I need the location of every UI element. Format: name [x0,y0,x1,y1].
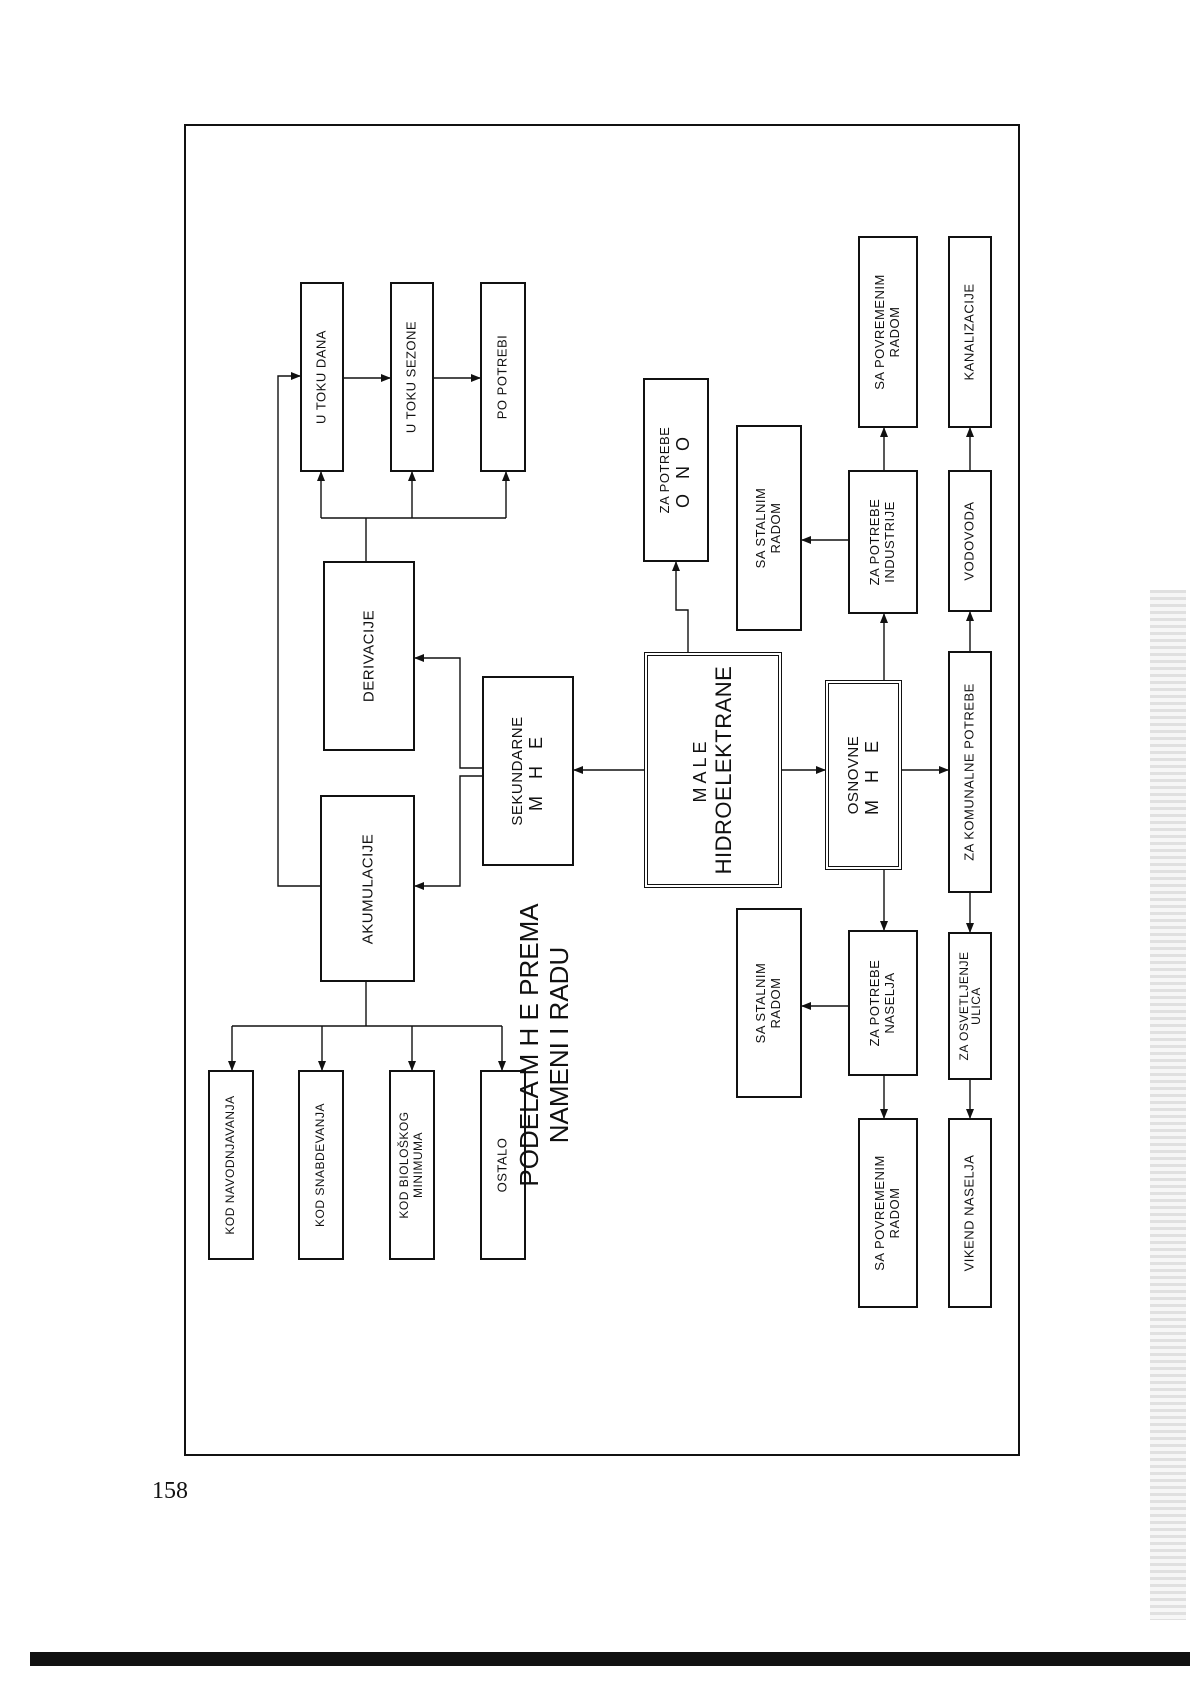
label: SA STALNIM [753,487,769,569]
node-vikend-naselja: VIKEND NASELJA [948,1118,992,1308]
label: HIDROELEKTRANE [710,665,736,875]
node-za-komunalne-potrebe: ZA KOMUNALNE POTREBE [948,651,992,893]
label: RADOM [768,502,783,554]
node-kod-snabdevanja: KOD SNABDEVANJA [298,1070,344,1260]
page-edge-shading [1150,590,1186,1620]
label: MINIMUMA [411,1132,425,1199]
node-sa-stalnim-radom-naselja: SA STALNIM RADOM [736,908,802,1098]
label: ZA KOMUNALNE POTREBE [961,683,977,861]
label: U TOKU SEZONE [403,320,419,434]
node-kanalizacije: KANALIZACIJE [948,236,992,428]
title-line-1: PODELA M H E PREMA [514,903,545,1187]
label: ZA POTREBE [867,959,883,1047]
label: O N O [673,431,694,509]
node-sekundarne-mhe: SEKUNDARNE M H E [482,676,574,866]
label: ZA POTREBE [657,426,673,514]
edge-akum-dana [277,372,320,887]
edge-sek-deriv [414,654,482,769]
label: VODOVODA [961,501,977,581]
label: SA POVREMENIM [872,1155,888,1271]
label: SEKUNDARNE [509,716,527,826]
edge-sek-akum [414,775,482,890]
title-line-2: NAMENI I RADU [544,946,574,1144]
diagram-frame [184,124,1020,1456]
node-za-osvetljenje-ulica: ZA OSVETLJENJE ULICA [948,932,992,1080]
page-number: 158 [152,1478,188,1504]
node-kod-bioloskog-minimuma: KOD BIOLOŠKOG MINIMUMA [389,1070,435,1260]
label: DERIVACIJE [360,609,378,703]
edge-main-ono [672,561,689,652]
label: RADOM [768,977,783,1029]
label: KOD SNABDEVANJA [313,1103,328,1227]
node-vodovoda: VODOVODA [948,470,992,612]
label: SA STALNIM [753,962,769,1044]
label: VIKEND NASELJA [961,1154,977,1272]
label: OSNOVNE [844,735,862,815]
label: KOD NAVODNJAVANJA [223,1095,238,1235]
label: M H E [861,734,882,816]
label: M H E [526,731,547,812]
label: AKUMULACIJE [358,833,376,944]
label: KANALIZACIJE [961,283,977,381]
node-u-toku-sezone: U TOKU SEZONE [390,282,434,472]
node-po-potrebi: PO POTREBI [480,282,526,472]
node-male-hidroelektrane: MALE HIDROELEKTRANE [644,652,782,888]
label: SA POVREMENIM [872,274,888,390]
node-za-potrebe-ono: ZA POTREBE O N O [643,378,709,562]
label: NASELJA [882,972,897,1034]
node-derivacije: DERIVACIJE [323,561,415,751]
label: OSTALO [494,1137,510,1193]
label: PO POTREBI [494,334,510,420]
node-u-toku-dana: U TOKU DANA [300,282,344,472]
label: RADOM [887,1187,902,1239]
node-za-potrebe-naselja: ZA POTREBE NASELJA [848,930,918,1076]
node-sa-stalnim-radom-industrija: SA STALNIM RADOM [736,425,802,631]
node-sa-povremenim-radom-naselja: SA POVREMENIM RADOM [858,1118,918,1308]
node-osnovne-mhe: OSNOVNE M H E [825,680,902,870]
label: MALE [690,737,711,803]
node-sa-povremenim-radom-industrija: SA POVREMENIM RADOM [858,236,918,428]
node-akumulacije: AKUMULACIJE [320,795,415,982]
label: U TOKU DANA [313,330,329,424]
node-kod-navodnjavanja: KOD NAVODNJAVANJA [208,1070,254,1260]
bottom-scan-bar [30,1652,1190,1666]
node-ostalo: OSTALO [480,1070,526,1260]
label: ZA POTREBE [867,498,883,586]
node-za-potrebe-industrije: ZA POTREBE INDUSTRIJE [848,470,918,614]
label: ULICA [969,987,983,1025]
label: RADOM [887,306,902,358]
diagram-title: PODELA M H E PREMA NAMENI I RADU [514,903,575,1187]
label: KOD BIOLOŠKOG [397,1111,412,1219]
label: INDUSTRIJE [882,501,897,583]
